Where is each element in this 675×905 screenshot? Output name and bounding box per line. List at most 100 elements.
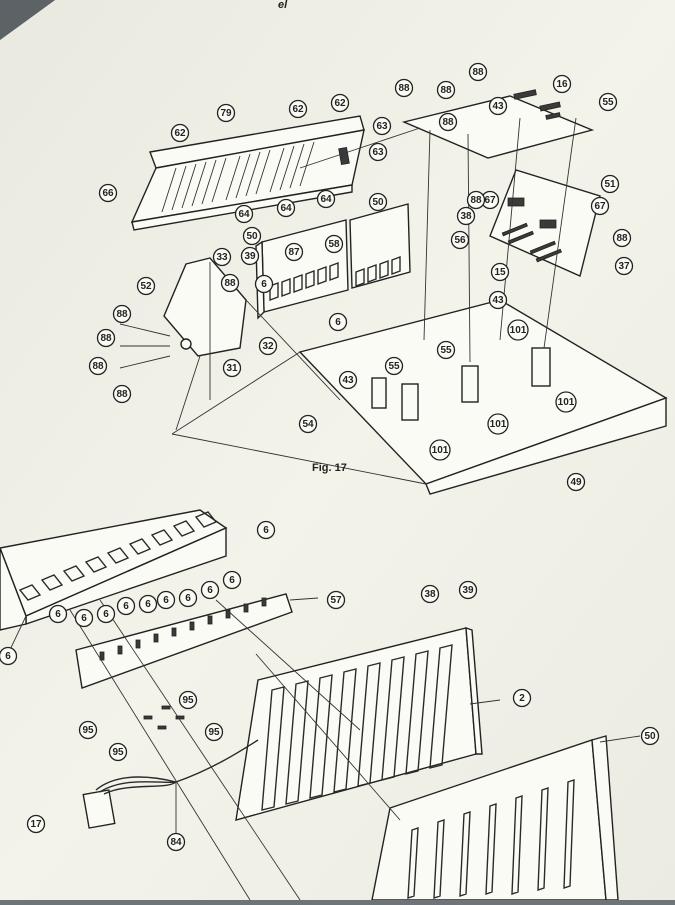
- front-panel-part: [130, 115, 365, 231]
- lower-callout: 95: [108, 742, 128, 762]
- part-number-label: 37: [618, 261, 630, 272]
- fig17-callout: 37: [614, 256, 634, 276]
- lower-callout: 17: [26, 814, 46, 834]
- fig17-callout: 62: [330, 93, 350, 113]
- fig17-callout: 52: [136, 276, 156, 296]
- part-number-label: 62: [174, 128, 186, 139]
- part-number-label: 55: [602, 97, 614, 108]
- part-number-label: 17: [30, 819, 42, 830]
- fig17-callout: 6: [328, 312, 348, 332]
- fig17-callout: 88: [394, 78, 414, 98]
- part-number-label: 43: [492, 295, 504, 306]
- part-number-label: 15: [494, 267, 506, 278]
- part-number-label: 87: [288, 247, 300, 258]
- part-number-label: 6: [81, 613, 87, 624]
- lower-callout: 95: [178, 690, 198, 710]
- part-number-label: 88: [472, 67, 484, 78]
- lower-callout: 84: [166, 832, 186, 852]
- lower-callout: 95: [78, 720, 98, 740]
- fig17-callout: 31: [222, 358, 242, 378]
- lower-callout: 6: [74, 608, 94, 628]
- part-number-label: 88: [440, 85, 452, 96]
- lower-callout: 95: [204, 722, 224, 742]
- lower-callout: 6: [48, 604, 68, 624]
- lower-callout: 6: [96, 604, 116, 624]
- fig17-callout: 15: [490, 262, 510, 282]
- part-number-label: 64: [320, 194, 332, 205]
- chassis-base: [171, 299, 668, 495]
- part-number-label: 88: [116, 389, 128, 400]
- fig17-callout: 88: [112, 384, 132, 404]
- switch-row-block: [0, 509, 228, 631]
- part-number-label: 101: [510, 325, 527, 336]
- fig17-callout: 43: [338, 370, 358, 390]
- part-number-label: 66: [102, 188, 114, 199]
- fig17-callout: 88: [220, 273, 240, 293]
- fig17-callout: 49: [566, 472, 586, 492]
- part-number-label: 52: [140, 281, 152, 292]
- fig17-callout: 32: [258, 336, 278, 356]
- fader-panel: [235, 627, 483, 821]
- part-number-label: 64: [238, 209, 250, 220]
- part-number-label: 88: [116, 309, 128, 320]
- part-number-label: 101: [558, 397, 575, 408]
- lower-callout: 2: [512, 688, 532, 708]
- lower-callout: 6: [256, 520, 276, 540]
- part-number-label: 63: [376, 121, 388, 132]
- part-number-label: 33: [216, 252, 228, 263]
- fig17-callout: 56: [450, 230, 470, 250]
- lower-callout: 6: [138, 594, 158, 614]
- part-number-label: 43: [342, 375, 354, 386]
- fig17-callout: 64: [234, 204, 254, 224]
- part-number-label: 55: [388, 361, 400, 372]
- fig17-callout: 88: [436, 80, 456, 100]
- part-number-label: 88: [224, 278, 236, 289]
- fig17-callout: 33: [212, 247, 232, 267]
- part-number-label: 88: [442, 117, 454, 128]
- part-number-label: 95: [208, 727, 220, 738]
- fig17-callout: 101: [487, 413, 509, 435]
- part-number-label: 79: [220, 108, 232, 119]
- fig17-callout: 50: [368, 192, 388, 212]
- part-number-label: 62: [334, 98, 346, 109]
- part-number-label: 6: [229, 575, 235, 586]
- fig17-callout: 101: [507, 319, 529, 341]
- part-number-label: 84: [170, 837, 182, 848]
- lower-callout: 6: [156, 590, 176, 610]
- part-number-label: 6: [123, 601, 129, 612]
- part-number-label: 67: [594, 201, 606, 212]
- part-number-label: 6: [103, 609, 109, 620]
- screws: [143, 705, 185, 730]
- switch-bracket-right: [349, 203, 411, 289]
- part-number-label: 16: [556, 79, 568, 90]
- part-number-label: 31: [226, 363, 238, 374]
- part-number-label: 95: [112, 747, 124, 758]
- lower-callout: 50: [640, 726, 660, 746]
- fig17-callout: 63: [372, 116, 392, 136]
- part-number-label: 39: [462, 585, 474, 596]
- part-number-label: 101: [490, 419, 507, 430]
- part-number-label: 6: [335, 317, 341, 328]
- part-number-label: 54: [302, 419, 314, 430]
- part-number-label: 95: [182, 695, 194, 706]
- fig17-callout: 39: [240, 246, 260, 266]
- figure-caption: Fig. 17: [312, 462, 347, 474]
- top-circuit-board: [401, 95, 595, 159]
- fig17-callout: 63: [368, 142, 388, 162]
- part-number-label: 88: [92, 361, 104, 372]
- part-number-label: 57: [330, 595, 342, 606]
- fig17-callout: 88: [466, 190, 486, 210]
- part-number-label: 50: [246, 231, 258, 242]
- fig17-callout: 62: [170, 123, 190, 143]
- lower-callout: 6: [0, 646, 18, 666]
- part-number-label: 32: [262, 341, 274, 352]
- lower-callout: 6: [178, 588, 198, 608]
- fig17-callout: 43: [488, 96, 508, 116]
- fig17-callout: 88: [438, 112, 458, 132]
- part-number-label: 58: [328, 239, 340, 250]
- fig17-callout: 54: [298, 414, 318, 434]
- page-header-fragment: el: [278, 0, 288, 11]
- part-number-label: 88: [398, 83, 410, 94]
- part-number-label: 67: [484, 195, 496, 206]
